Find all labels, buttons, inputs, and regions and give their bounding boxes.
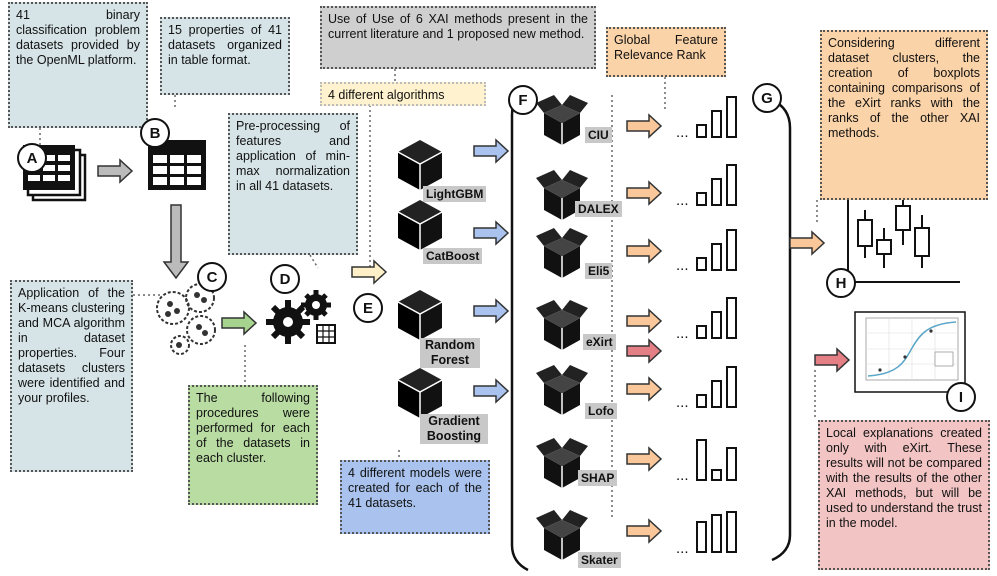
xai-methods-note: Use of Use of 6 XAI methods present in t… [320,6,596,69]
box-icon-lofo [535,364,589,416]
boxplot-icon [847,190,960,283]
label-g: G [752,83,782,113]
ellipsis-ciu: ... [676,124,689,141]
ellipsis-exirt: ... [676,325,689,342]
method-label-skater: Skater [578,552,621,568]
local-explanation-plot-icon [854,311,966,393]
cube-icon-lightgbm [397,139,443,191]
label-b: B [140,118,170,148]
boxplots-note: Considering different dataset clusters, … [820,30,988,200]
ellipsis-skater: ... [676,540,689,557]
algorithms-note: 4 different algorithms [320,82,486,106]
kmeans-note: Application of the K-means clustering an… [10,280,133,472]
method-label-lofo: Lofo [585,403,617,419]
global-rank-note: Global Feature Relevance Rank [606,27,726,77]
models-note: 4 different models were created for each… [340,460,490,534]
algorithm-label-gradient-boosting: Gradient Boosting [420,414,488,444]
cube-icon-random-forest [397,289,443,341]
datasets-note: 41 binary classification problem dataset… [8,2,148,128]
cube-icon-catboost [397,199,443,251]
label-a: A [17,143,47,173]
algorithm-label-lightgbm: LightGBM [423,186,487,202]
ellipsis-eli5: ... [676,257,689,274]
preprocessing-note: Pre-processing of features and applicati… [228,113,358,255]
local-explanations-note: Local explanations created only with eXi… [818,420,990,570]
method-label-eli5: Eli5 [585,263,613,279]
method-label-ciu: CIU [585,127,612,143]
method-label-exirt: eXirt [583,334,616,350]
label-d: D [270,264,300,294]
box-icon-ciu [535,94,589,146]
ellipsis-shap: ... [676,467,689,484]
method-label-dalex: DALEX [575,201,622,217]
table-icon [148,140,206,190]
label-h: H [826,268,856,298]
method-label-shap: SHAP [578,470,618,486]
label-f: F [508,85,538,115]
cube-icon-gradient-boosting [397,367,443,419]
ellipsis-lofo: ... [676,394,689,411]
algorithm-label-random-forest: Random Forest [420,338,480,368]
algorithm-label-catboost: CatBoost [423,248,483,264]
label-e: E [353,293,383,323]
label-c: C [197,262,227,292]
gears-icon [266,290,336,344]
properties-note: 15 properties of 41 datasets organized i… [160,17,290,95]
box-icon-exirt [535,299,589,351]
procedures-note: The following procedures were performed … [188,385,318,505]
cluster-icon [156,283,216,355]
ellipsis-dalex: ... [676,192,689,209]
box-icon-eli5 [535,227,589,279]
label-i: I [946,382,976,412]
